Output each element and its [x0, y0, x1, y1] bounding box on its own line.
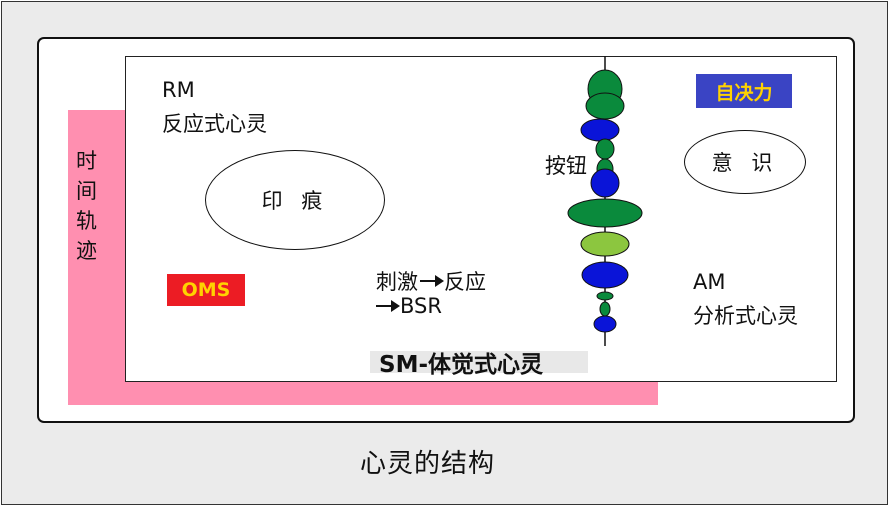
button-column: [567, 56, 643, 346]
sm-label: SM-体觉式心灵: [379, 352, 543, 378]
arrow-icon: [376, 300, 400, 312]
column-node: [581, 261, 629, 289]
imprint-label: 印 痕: [261, 189, 329, 213]
rm-subtitle: 反应式心灵: [162, 112, 267, 136]
column-node: [580, 118, 620, 142]
diagram-caption: 心灵的结构: [360, 449, 496, 479]
response-label: 反应: [444, 270, 486, 294]
column-node: [595, 138, 615, 160]
imprint-ellipse: 印 痕: [205, 150, 385, 250]
stimulus-response-line: 刺激 反应: [376, 266, 486, 296]
bsr-line: BSR: [374, 294, 442, 318]
am-subtitle: 分析式心灵: [693, 304, 798, 328]
stimulus-label: 刺激: [376, 270, 418, 294]
column-node: [590, 168, 620, 198]
time-track-label: 时间轨迹: [76, 149, 97, 263]
autonomy-badge: 自决力: [696, 74, 792, 108]
bsr-label: BSR: [400, 294, 442, 318]
column-node: [599, 301, 611, 317]
column-node: [580, 231, 630, 257]
column-node: [593, 315, 617, 333]
am-title: AM: [693, 270, 726, 294]
column-node: [596, 291, 614, 301]
consciousness-label: 意 识: [711, 151, 779, 175]
column-node: [567, 198, 643, 228]
consciousness-ellipse: 意 识: [684, 130, 806, 194]
oms-badge: OMS: [167, 274, 245, 306]
rm-title: RM: [162, 78, 195, 102]
sm-label-background: [370, 351, 588, 373]
autonomy-label: 自决力: [715, 81, 773, 104]
column-node: [585, 92, 625, 120]
arrow-icon: [420, 275, 444, 287]
button-label: 按钮: [545, 154, 587, 178]
oms-label: OMS: [181, 279, 231, 301]
